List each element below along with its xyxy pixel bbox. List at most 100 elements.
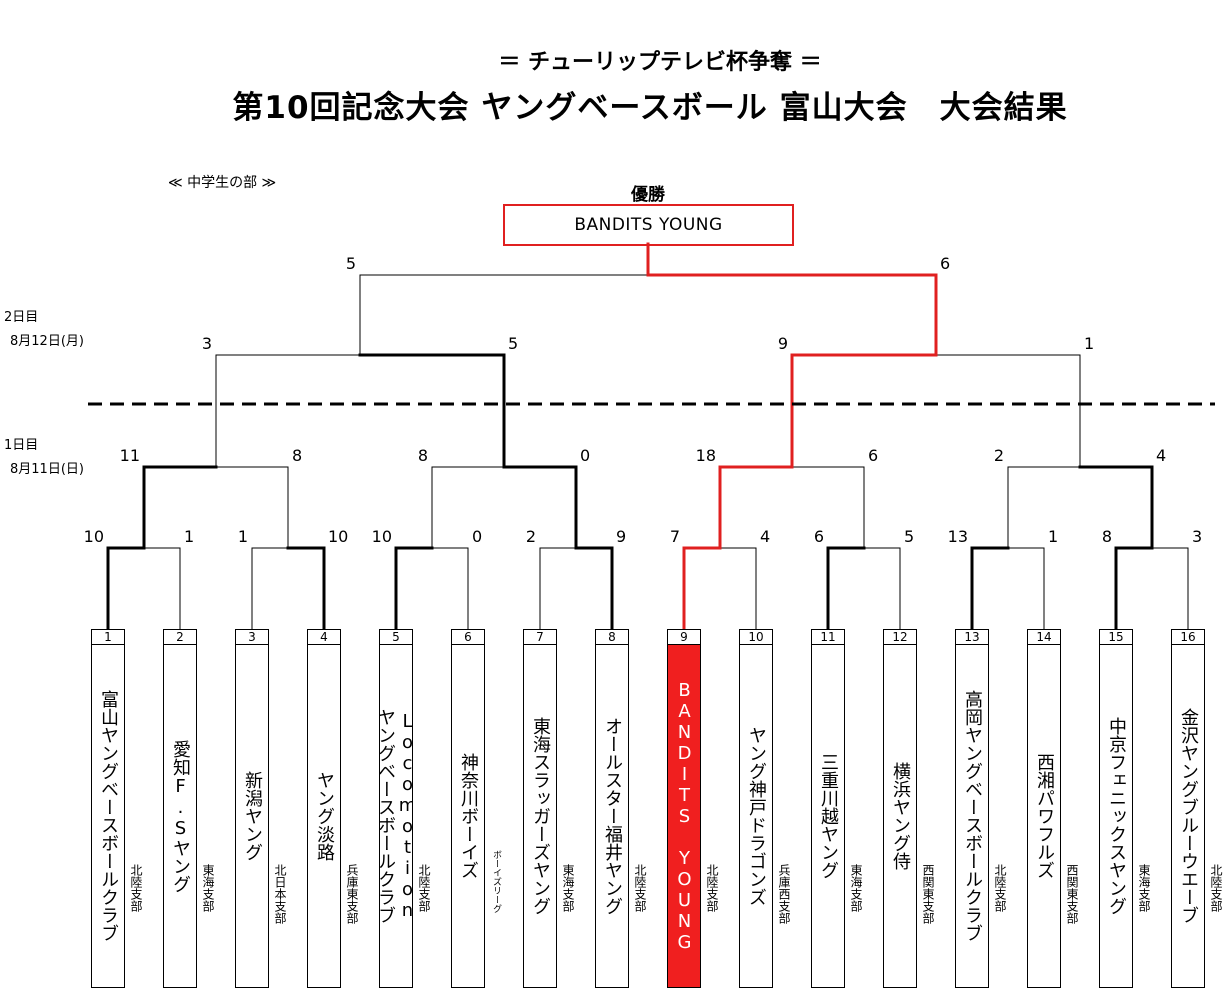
team-entry: 6 神奈川ボーイズ bbox=[451, 629, 485, 988]
team-name-box: 東海スラッガーズヤング bbox=[523, 644, 557, 988]
team-name-box: 愛知F.Sヤング bbox=[163, 644, 197, 988]
round2-match-2-score-right: 0 bbox=[580, 446, 590, 465]
team-name: 中京フェニックスヤング bbox=[1106, 717, 1127, 915]
team-name-box: 新潟ヤング bbox=[235, 644, 269, 988]
round1-match-6-score-left: 6 bbox=[814, 527, 824, 546]
team-branch: 兵庫東支部 bbox=[345, 864, 359, 924]
round1-match-4-score-left: 2 bbox=[526, 527, 536, 546]
round1-match-5-score-right: 4 bbox=[760, 527, 770, 546]
round1-match-7-score-right: 1 bbox=[1048, 527, 1058, 546]
team-branch: 北日本支部 bbox=[273, 864, 287, 924]
team-branch: 北陸支部 bbox=[633, 864, 647, 912]
team-number: 13 bbox=[955, 629, 989, 644]
team-entry: 13 高岡ヤングベースボールクラブ bbox=[955, 629, 989, 988]
team-branch: 北陸支部 bbox=[129, 864, 143, 912]
team-entry: 12 横浜ヤング侍 bbox=[883, 629, 917, 988]
team-name-box: 中京フェニックスヤング bbox=[1099, 644, 1133, 988]
round2-match-3-score-left: 18 bbox=[696, 446, 716, 465]
round2-match-1-score-left: 11 bbox=[120, 446, 140, 465]
team-name-box: 三重川越ヤング bbox=[811, 644, 845, 988]
final-match-score-right: 6 bbox=[940, 254, 950, 273]
team-name: BANDITS YOUNG bbox=[674, 679, 695, 953]
team-name-box: ヤング淡路 bbox=[307, 644, 341, 988]
day2-day: 2日目 bbox=[4, 310, 39, 325]
team-number: 16 bbox=[1171, 629, 1205, 644]
team-number: 5 bbox=[379, 629, 413, 644]
team-number: 3 bbox=[235, 629, 269, 644]
champion-team: BANDITS YOUNG bbox=[574, 215, 723, 235]
team-name: 神奈川ボーイズ bbox=[458, 753, 479, 879]
team-number: 7 bbox=[523, 629, 557, 644]
team-branch: 東海支部 bbox=[561, 864, 575, 912]
team-name: オールスター福井ヤング bbox=[602, 717, 623, 915]
day1-day: 1日目 bbox=[4, 438, 39, 453]
team-branch: 東海支部 bbox=[1137, 864, 1151, 912]
team-entry: 4 ヤング淡路 bbox=[307, 629, 341, 988]
round1-match-7-score-left: 13 bbox=[948, 527, 968, 546]
team-name-box: 高岡ヤングベースボールクラブ bbox=[955, 644, 989, 988]
team-name: ヤング淡路 bbox=[314, 771, 335, 861]
round1-match-2-score-left: 1 bbox=[238, 527, 248, 546]
team-branch: 北陸支部 bbox=[705, 864, 719, 912]
team-number: 11 bbox=[811, 629, 845, 644]
team-name-box: BANDITS YOUNG bbox=[667, 644, 701, 988]
team-name: 富山ヤングベースボールクラブ bbox=[98, 690, 119, 942]
day1-date: 8月11日(日) bbox=[10, 462, 84, 477]
round1-match-2-score-right: 10 bbox=[328, 527, 348, 546]
team-entry: 16 金沢ヤングブルーウエーブ bbox=[1171, 629, 1205, 988]
team-name: 新潟ヤング bbox=[242, 771, 263, 861]
team-branch: 西関東支部 bbox=[1065, 864, 1079, 924]
semifinal-match-1-score-left: 3 bbox=[202, 334, 212, 353]
team-name-box: ヤング神戸ドラゴンズ bbox=[739, 644, 773, 988]
round1-match-8-score-left: 8 bbox=[1102, 527, 1112, 546]
team-name: 横浜ヤング侍 bbox=[890, 762, 911, 870]
team-branch: ボーイズリーグ bbox=[491, 850, 501, 913]
team-number: 2 bbox=[163, 629, 197, 644]
round1-match-1-score-right: 1 bbox=[184, 527, 194, 546]
round2-match-4-score-left: 2 bbox=[994, 446, 1004, 465]
team-name-box: 横浜ヤング侍 bbox=[883, 644, 917, 988]
team-entry: 1 富山ヤングベースボールクラブ bbox=[91, 629, 125, 988]
day2-date: 8月12日(月) bbox=[10, 334, 84, 349]
team-name-box: 神奈川ボーイズ bbox=[451, 644, 485, 988]
team-name-box: オールスター福井ヤング bbox=[595, 644, 629, 988]
semifinal-match-2-score-right: 1 bbox=[1084, 334, 1094, 353]
round1-match-6-score-right: 5 bbox=[904, 527, 914, 546]
team-name: ヤングベースボールクラブ bbox=[379, 708, 396, 924]
round1-match-8-score-right: 3 bbox=[1192, 527, 1202, 546]
team-entry: 7 東海スラッガーズヤング bbox=[523, 629, 557, 988]
team-number: 6 bbox=[451, 629, 485, 644]
team-branch: 北陸支部 bbox=[417, 864, 431, 912]
team-name: 愛知F.Sヤング bbox=[170, 739, 191, 893]
team-branch: 東海支部 bbox=[201, 864, 215, 912]
tournament-title: 第10回記念大会 ヤングベースボール 富山大会 大会結果 bbox=[232, 90, 1068, 126]
team-number: 9 bbox=[667, 629, 701, 644]
round1-match-4-score-right: 9 bbox=[616, 527, 626, 546]
team-number: 10 bbox=[739, 629, 773, 644]
day2-label: 2日目 8月12日(月) bbox=[4, 306, 84, 354]
semifinal-match-1-score-right: 5 bbox=[508, 334, 518, 353]
team-name: 東海スラッガーズヤング bbox=[530, 717, 551, 915]
team-name-box: 金沢ヤングブルーウエーブ bbox=[1171, 644, 1205, 988]
team-branch: 北陸支部 bbox=[1209, 864, 1223, 912]
round2-match-4-score-right: 4 bbox=[1156, 446, 1166, 465]
round1-match-3-score-left: 10 bbox=[372, 527, 392, 546]
tournament-subtitle: ＝ チューリップテレビ杯争奪 ＝ bbox=[498, 50, 822, 75]
team-number: 4 bbox=[307, 629, 341, 644]
team-entry: 3 新潟ヤング bbox=[235, 629, 269, 988]
team-name: 西湘パワフルズ bbox=[1034, 753, 1055, 879]
team-branch: 北陸支部 bbox=[993, 864, 1007, 912]
team-name: 高岡ヤングベースボールクラブ bbox=[962, 690, 983, 942]
team-branch: 西関東支部 bbox=[921, 864, 935, 924]
day1-label: 1日目 8月11日(日) bbox=[4, 434, 84, 482]
team-name: Locomotion bbox=[397, 711, 413, 921]
round2-match-3-score-right: 6 bbox=[868, 446, 878, 465]
team-number: 12 bbox=[883, 629, 917, 644]
team-name: 金沢ヤングブルーウエーブ bbox=[1178, 708, 1199, 924]
round1-match-5-score-left: 7 bbox=[670, 527, 680, 546]
team-number: 1 bbox=[91, 629, 125, 644]
